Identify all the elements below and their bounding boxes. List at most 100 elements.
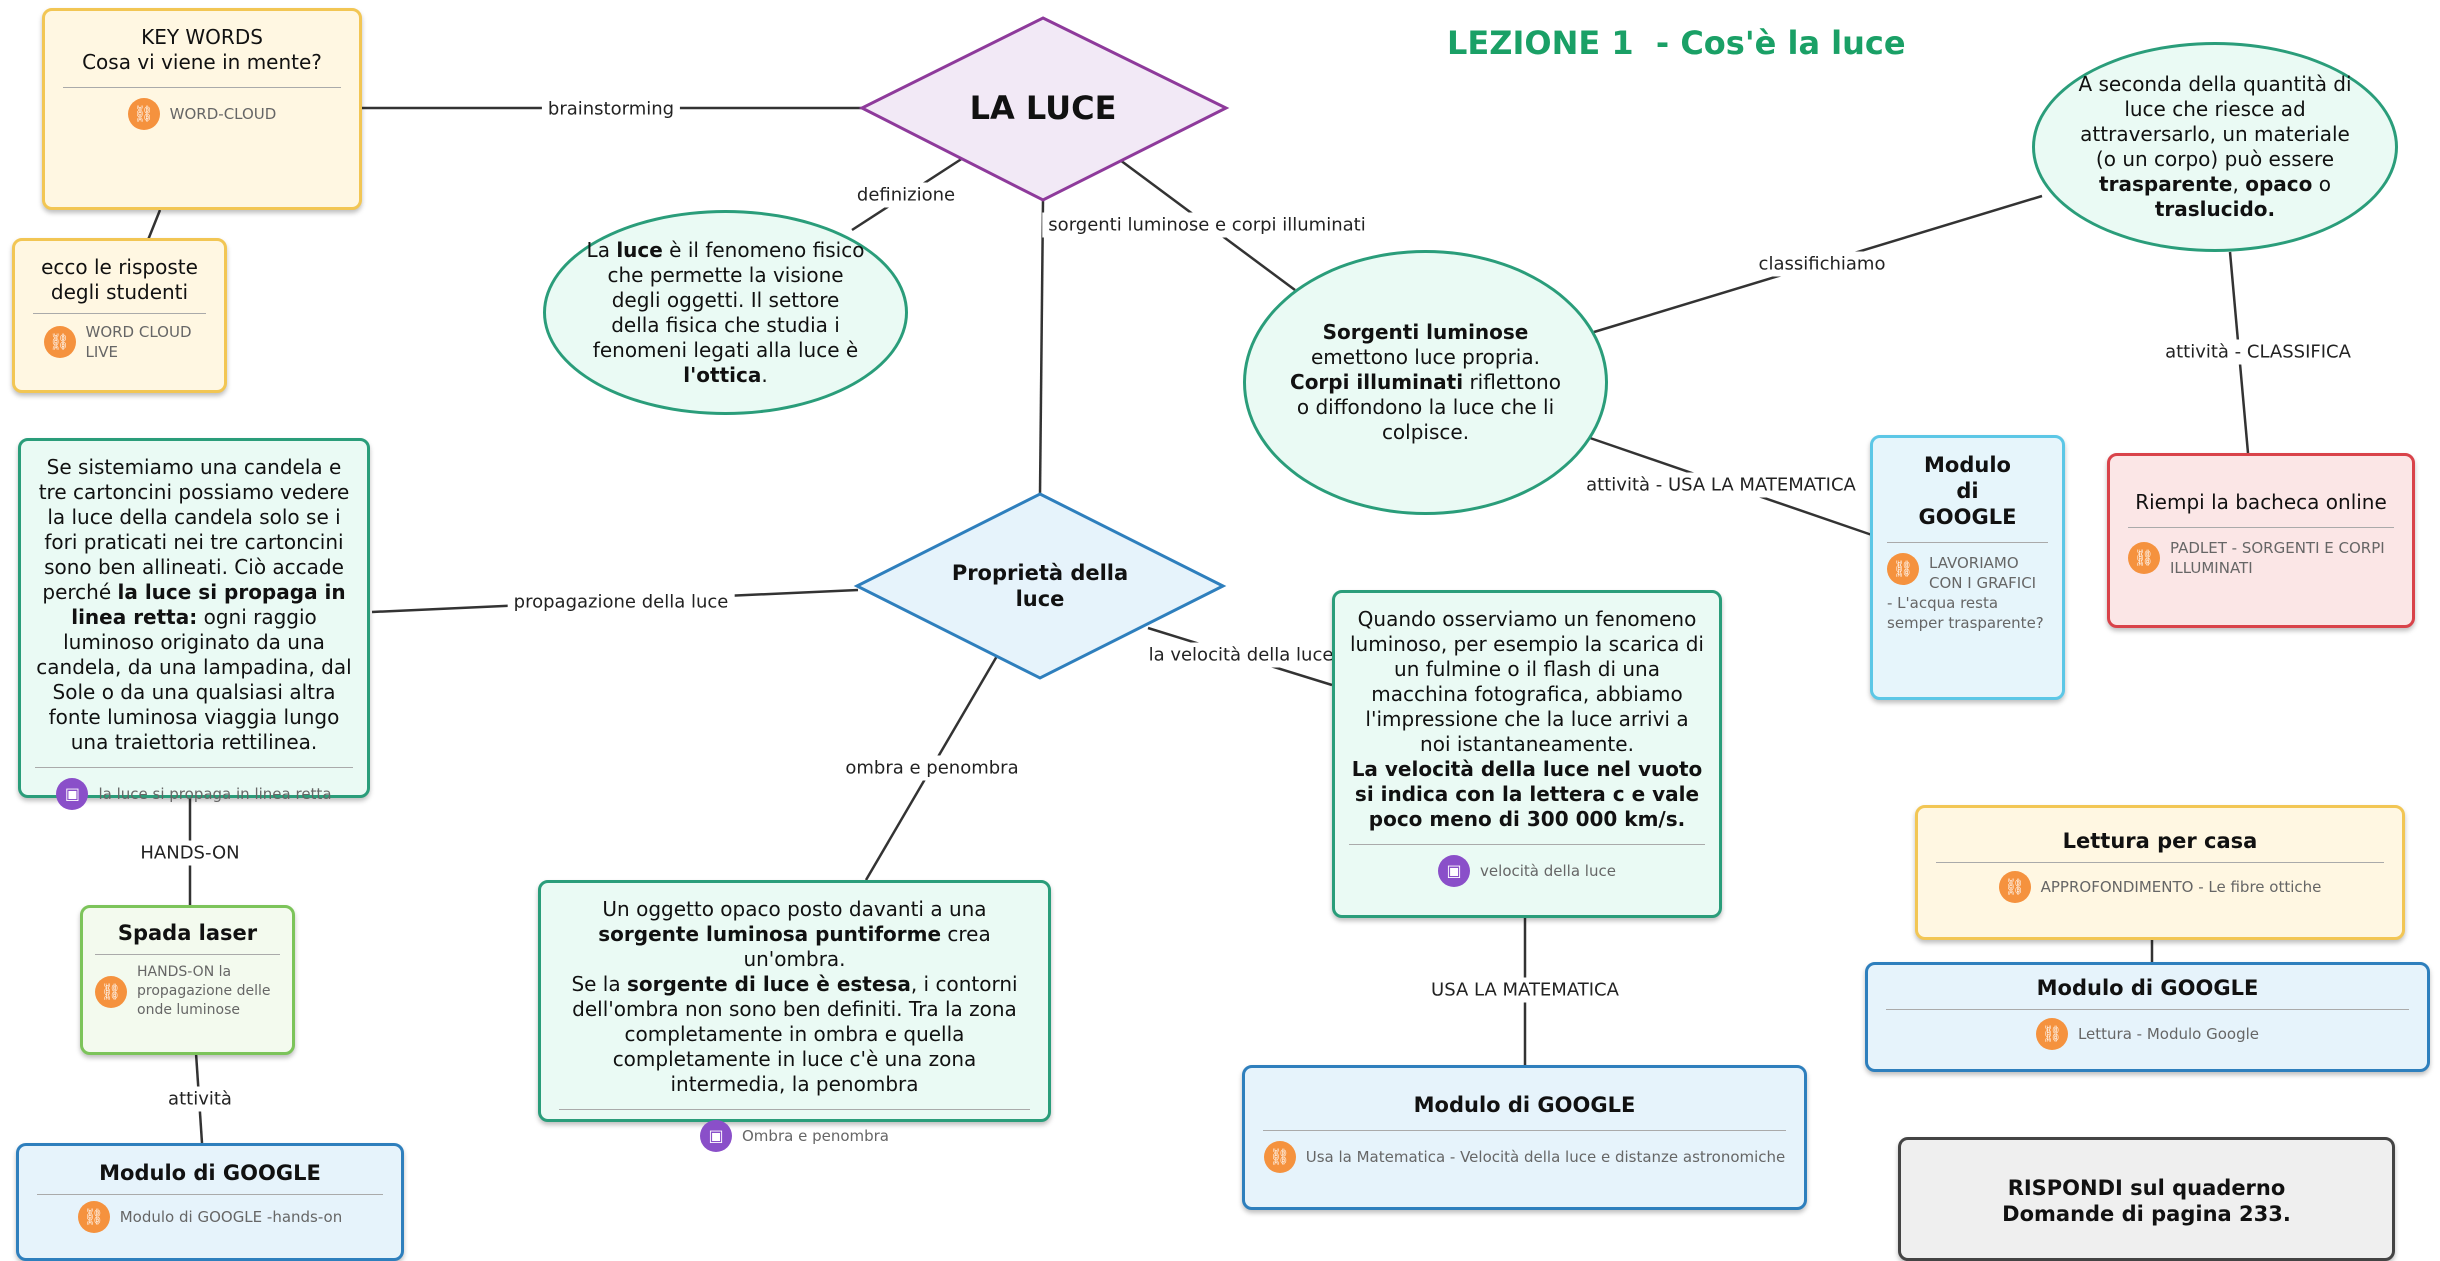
edge-label-definizione: definizione	[850, 182, 962, 208]
keywords-link-label: WORD-CLOUD	[169, 105, 277, 123]
edge-label-propagazione: propagazione della luce	[507, 589, 735, 615]
propagazione-text: Se sistemiamo una candela e tre cartonci…	[36, 455, 352, 754]
modulo-mat-link-label: Usa la Matematica - Velocità della luce …	[1305, 1148, 1786, 1166]
divider	[1263, 1130, 1786, 1131]
propagazione-card[interactable]: Se sistemiamo una candela e tre cartonci…	[18, 438, 370, 810]
image-icon: ▣	[700, 1120, 732, 1152]
bacheca-card[interactable]: Riempi la bacheca online ⛓ PADLET - SORG…	[2107, 453, 2415, 628]
modulo-grafici-card[interactable]: Modulo di GOOGLE ⛓ LAVORIAMO CON I GRAFI…	[1870, 435, 2065, 700]
edge-label-attivita: attività	[162, 1086, 238, 1112]
link-icon: ⛓	[77, 1201, 110, 1233]
velocita-text: Quando osserviamo un fenomeno luminoso, …	[1350, 607, 1704, 831]
modulo-hands-link-label: Modulo di GOOGLE -hands-on	[119, 1208, 343, 1226]
link-icon: ⛓	[95, 975, 127, 1008]
velocita-link-label: velocità della luce	[1480, 862, 1616, 880]
modulo-mat-link[interactable]: ⛓ Usa la Matematica - Velocità della luc…	[1263, 1141, 1786, 1173]
keywords-link[interactable]: ⛓ WORD-CLOUD	[127, 98, 277, 130]
velocita-link[interactable]: ▣ velocità della luce	[1438, 855, 1616, 887]
modulo-hands-card[interactable]: Modulo di GOOGLE ⛓ Modulo di GOOGLE -han…	[16, 1143, 404, 1261]
bacheca-title: Riempi la bacheca online	[2135, 490, 2387, 514]
edge-label-ombra: ombra e penombra	[839, 755, 1025, 781]
ombra-card[interactable]: Un oggetto opaco posto davanti a una sor…	[538, 880, 1051, 1152]
modulo-mat-card[interactable]: Modulo di GOOGLE ⛓ Usa la Matematica - V…	[1242, 1065, 1807, 1210]
modulo-hands-link[interactable]: ⛓ Modulo di GOOGLE -hands-on	[77, 1201, 343, 1233]
divider	[2128, 527, 2394, 528]
rispondi-card[interactable]: RISPONDI sul quaderno Domande di pagina …	[1898, 1137, 2395, 1261]
keywords-question: Cosa vi viene in mente?	[82, 50, 322, 74]
central-node-label[interactable]: LA LUCE	[969, 89, 1117, 127]
ombra-link-label: Ombra e penombra	[742, 1127, 889, 1145]
divider	[33, 313, 206, 314]
edge-label-usa-matematica-2: USA LA MATEMATICA	[1425, 977, 1625, 1003]
modulo-lettura-title: Modulo di GOOGLE	[2036, 976, 2259, 1000]
image-icon: ▣	[1438, 855, 1471, 887]
link-icon: ⛓	[2128, 542, 2160, 574]
divider	[63, 87, 341, 88]
risposte-link[interactable]: ⛓ WORD CLOUD LIVE	[43, 322, 196, 362]
proprieta-node-shape	[853, 492, 1227, 680]
link-central-proprieta	[1038, 199, 1045, 495]
edge-label-classifica: attività - CLASSIFICA	[2159, 339, 2357, 365]
modulo-hands-title: Modulo di GOOGLE	[99, 1161, 321, 1185]
modulo-lettura-card[interactable]: Modulo di GOOGLE ⛓ Lettura - Modulo Goog…	[1865, 962, 2430, 1072]
modulo-lettura-link[interactable]: ⛓ Lettura - Modulo Google	[2035, 1018, 2260, 1050]
edge-label-classifichiamo: classifichiamo	[1752, 251, 1892, 277]
link-icon: ⛓	[43, 326, 76, 358]
modulo-grafici-link-label: LAVORIAMO CON I GRAFICI	[1929, 554, 2037, 592]
link-icon: ⛓	[1887, 553, 1919, 585]
divider	[95, 954, 280, 955]
risposte-link-label: WORD CLOUD LIVE	[85, 323, 192, 361]
keywords-title: KEY WORDS	[141, 25, 263, 49]
edge-label-brainstorming: brainstorming	[541, 96, 681, 122]
image-icon: ▣	[56, 778, 89, 810]
link-icon: ⛓	[1998, 871, 2031, 903]
rispondi-line2: Domande di pagina 233.	[2002, 1202, 2291, 1226]
modulo-grafici-link[interactable]: ⛓ LAVORIAMO CON I GRAFICI	[1887, 553, 2048, 593]
divider	[35, 767, 353, 768]
rispondi-line1: RISPONDI sul quaderno	[2007, 1176, 2286, 1200]
modulo-grafici-extra: - L'acqua resta semper trasparente?	[1887, 594, 2044, 632]
trasparente-text: A seconda della quantità di luce che rie…	[2078, 72, 2352, 221]
lettura-title: Lettura per casa	[2062, 829, 2258, 853]
definizione-node[interactable]: La luce è il fenomeno fisico che permett…	[543, 210, 908, 415]
divider	[1936, 862, 2384, 863]
lettura-card[interactable]: Lettura per casa ⛓ APPROFONDIMENTO - Le …	[1915, 805, 2405, 940]
link-icon: ⛓	[1263, 1141, 1296, 1173]
ombra-link[interactable]: ▣ Ombra e penombra	[700, 1120, 889, 1152]
divider	[559, 1109, 1030, 1110]
central-node-shape	[858, 16, 1230, 202]
lettura-link[interactable]: ⛓ APPROFONDIMENTO - Le fibre ottiche	[1998, 871, 2322, 903]
link-icon: ⛓	[127, 98, 160, 130]
risposte-line1: ecco le risposte	[41, 255, 198, 279]
risposte-card[interactable]: ecco le risposte degli studenti ⛓ WORD C…	[12, 238, 227, 393]
modulo-mat-title: Modulo di GOOGLE	[1413, 1093, 1636, 1117]
spada-link[interactable]: ⛓ HANDS-ON la propagazione delle onde lu…	[95, 963, 280, 1020]
edge-label-sorgenti: sorgenti luminose e corpi illuminati	[1042, 212, 1372, 238]
propagazione-link-label: la luce si propaga in linea retta	[98, 785, 332, 803]
spada-card[interactable]: Spada laser ⛓ HANDS-ON la propagazione d…	[80, 905, 295, 1055]
edge-label-usa-matematica: attività - USA LA MATEMATICA	[1580, 472, 1862, 498]
trasparente-node[interactable]: A seconda della quantità di luce che rie…	[2032, 42, 2398, 252]
link-keywords-risposte	[146, 209, 162, 241]
spada-title: Spada laser	[117, 921, 258, 945]
lettura-link-label: APPROFONDIMENTO - Le fibre ottiche	[2040, 878, 2322, 896]
modulo-lettura-link-label: Lettura - Modulo Google	[2077, 1025, 2260, 1043]
divider	[37, 1194, 383, 1195]
proprieta-node-label[interactable]: Proprietà della luce	[951, 561, 1129, 611]
sorgenti-node[interactable]: Sorgenti luminose emettono luce propria.…	[1243, 250, 1608, 515]
spada-link-label: HANDS-ON la propagazione delle onde lumi…	[137, 964, 271, 1018]
ombra-text: Un oggetto opaco posto davanti a una sor…	[571, 897, 1018, 1096]
bacheca-link[interactable]: ⛓ PADLET - SORGENTI E CORPI ILLUMINATI	[2128, 538, 2394, 578]
propagazione-link[interactable]: ▣ la luce si propaga in linea retta	[56, 778, 332, 810]
link-icon: ⛓	[2035, 1018, 2068, 1050]
sorgenti-text: Sorgenti luminose emettono luce propria.…	[1290, 320, 1561, 444]
divider	[1887, 542, 2048, 543]
velocita-card[interactable]: Quando osserviamo un fenomeno luminoso, …	[1332, 590, 1722, 918]
divider	[1349, 844, 1705, 845]
bacheca-link-label: PADLET - SORGENTI E CORPI ILLUMINATI	[2170, 539, 2385, 577]
definizione-text: La luce è il fenomeno fisico che permett…	[586, 237, 865, 387]
risposte-line2: degli studenti	[50, 280, 189, 304]
divider	[1886, 1009, 2409, 1010]
keywords-card[interactable]: KEY WORDS Cosa vi viene in mente? ⛓ WORD…	[42, 8, 362, 210]
edge-label-hands-on: HANDS-ON	[134, 840, 246, 866]
